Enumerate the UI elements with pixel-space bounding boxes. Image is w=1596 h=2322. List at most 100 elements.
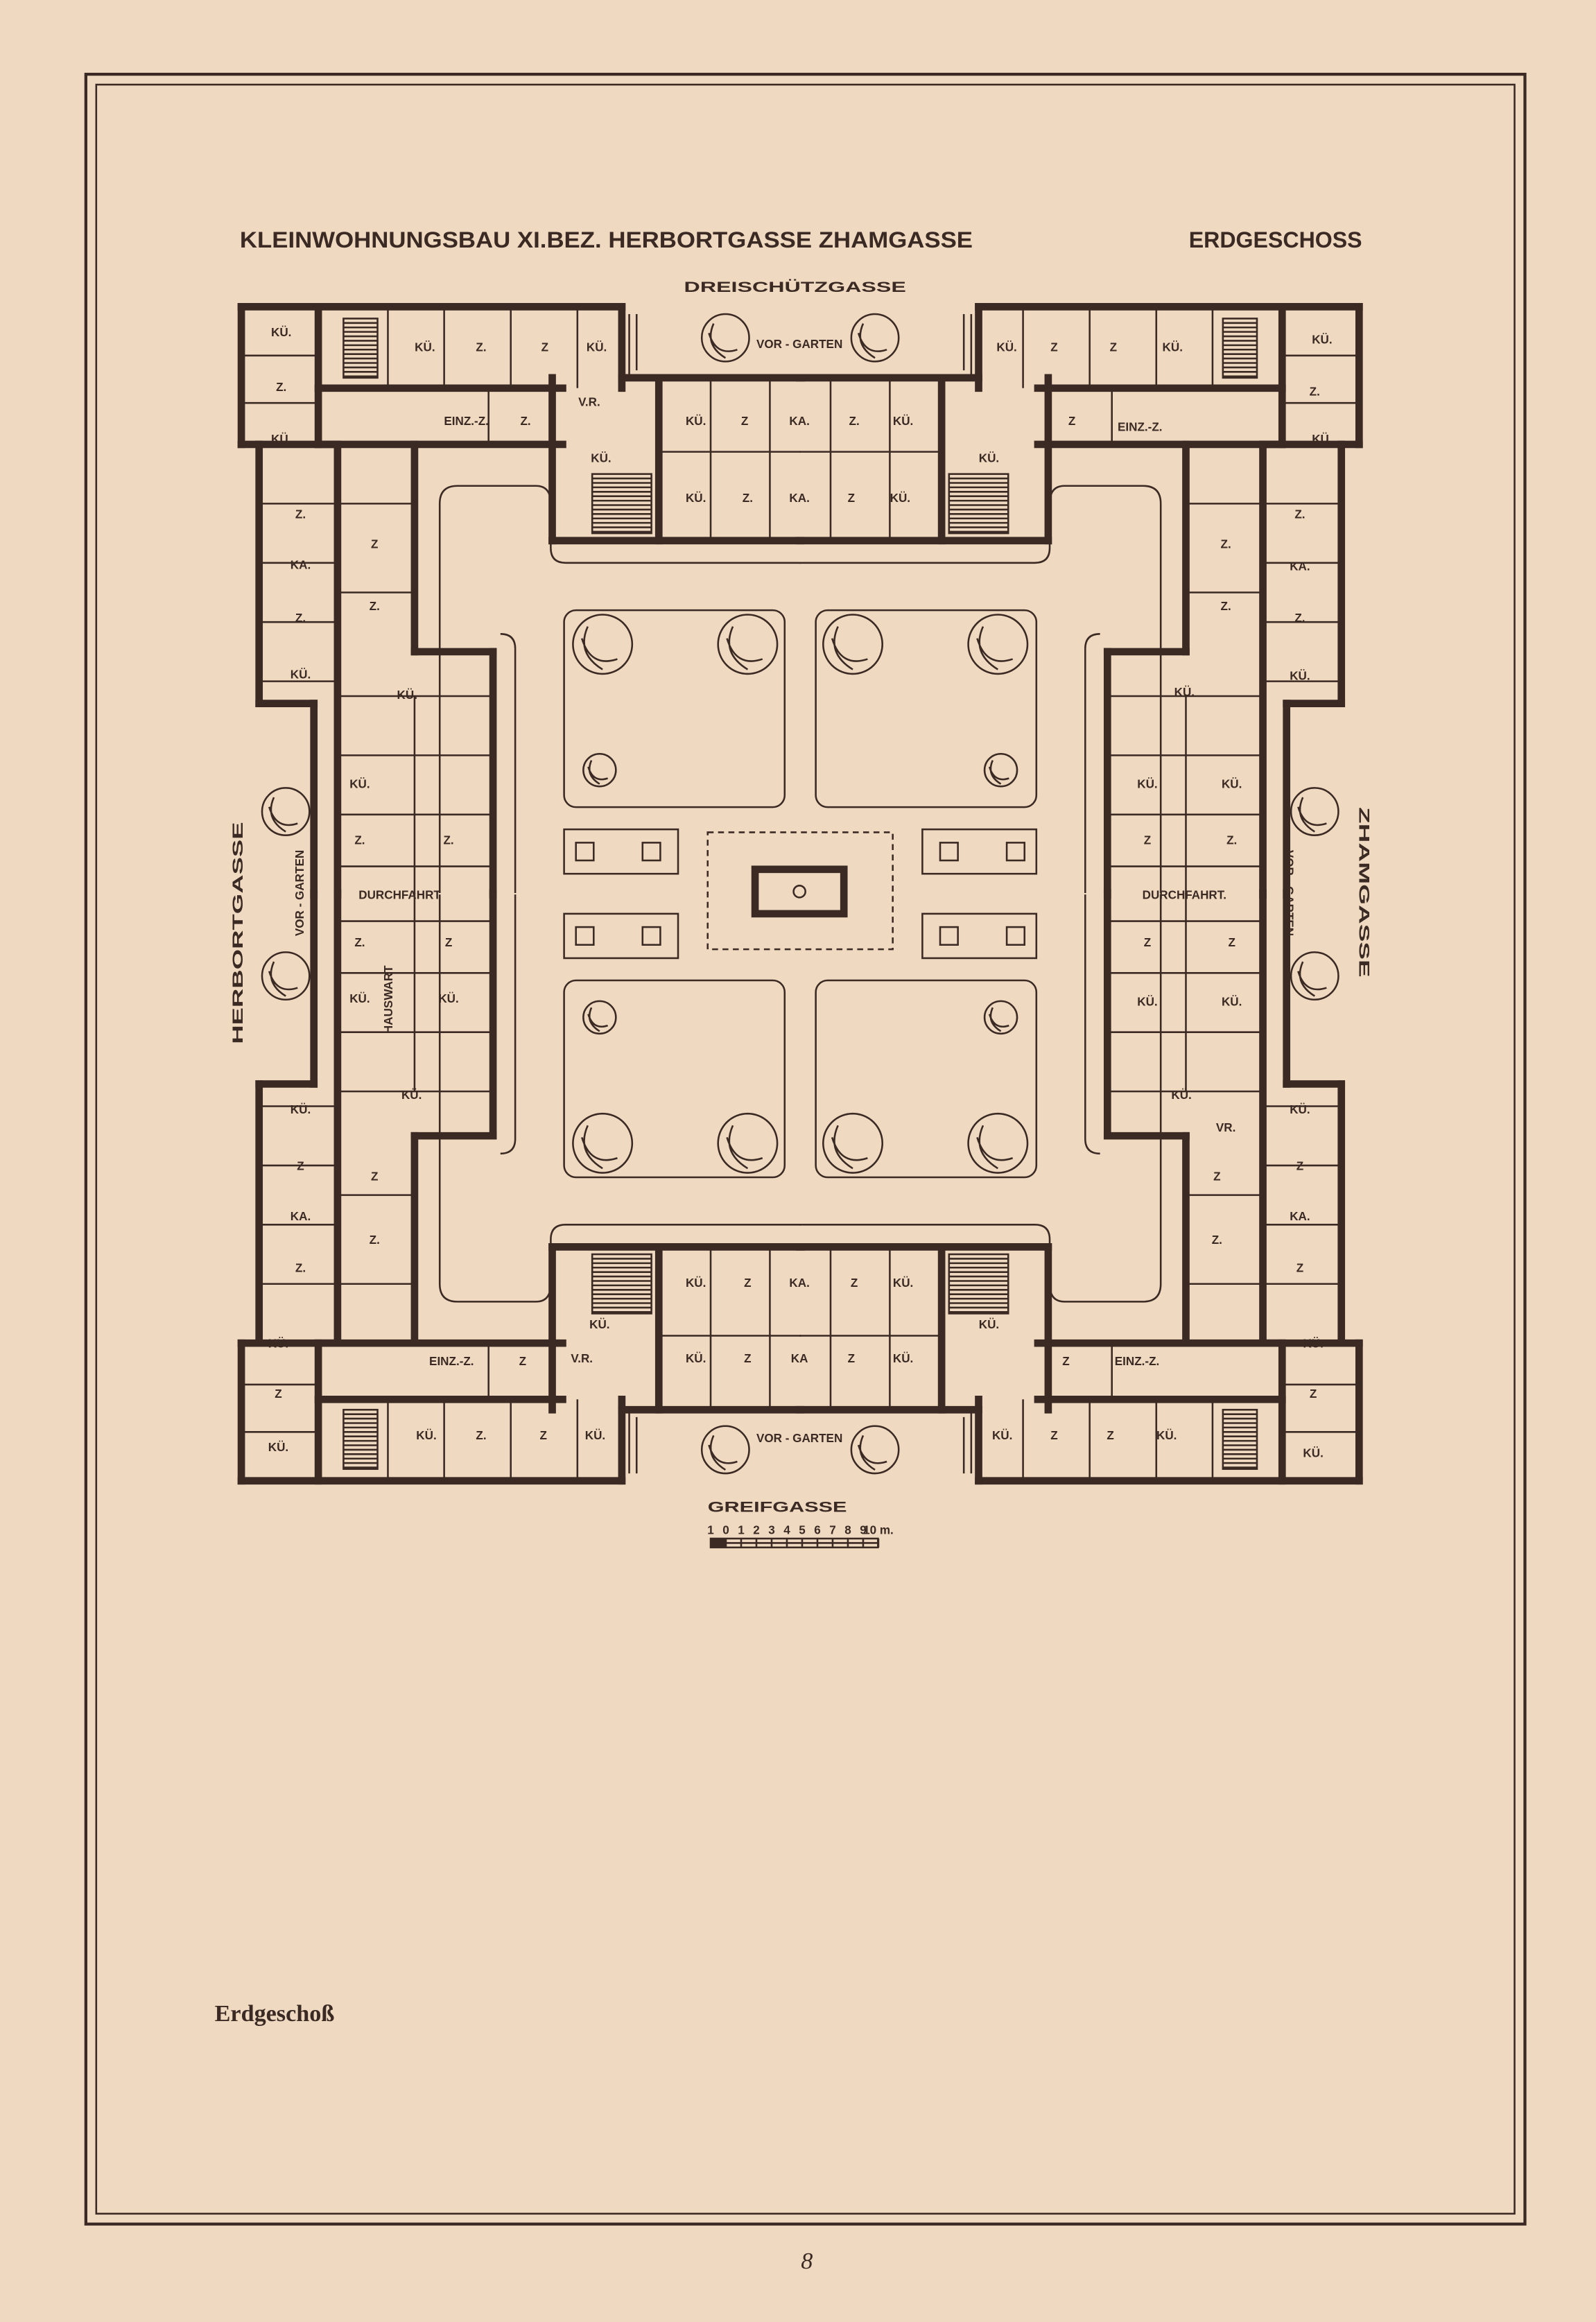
garden-label: VOR - GARTEN: [756, 1432, 842, 1445]
room-label: DURCHFAHRT.: [1143, 889, 1226, 902]
tree-foliage: [988, 1007, 1009, 1032]
planter: [921, 912, 1038, 960]
tree-icon: [572, 1112, 634, 1174]
walkway-edge: [500, 894, 517, 1155]
room-label: Z: [1296, 1262, 1303, 1275]
room-label: KÜ.: [585, 1429, 605, 1442]
page-number: 8: [801, 2249, 813, 2274]
room-label: Z: [1062, 1355, 1069, 1368]
tree-foliage: [976, 1125, 1014, 1170]
room-label: Z: [1110, 340, 1117, 354]
staircase: [591, 1253, 652, 1315]
tree-icon: [700, 1425, 750, 1475]
walkway-edge: [1084, 633, 1100, 893]
tree-foliage: [857, 323, 887, 359]
room-label: Z: [519, 1355, 526, 1368]
floor-title: ERDGESCHOSS: [1189, 227, 1362, 252]
room-label: Z: [744, 1352, 751, 1365]
scale-tick-label: 6: [814, 1524, 821, 1537]
tree-icon: [700, 313, 750, 363]
lawn: [563, 609, 786, 808]
room-label: Z.: [1294, 612, 1305, 625]
tree-icon: [983, 1000, 1018, 1035]
tree-icon: [822, 614, 884, 675]
garden-label: VOR - GARTEN: [293, 850, 306, 936]
tree-icon: [582, 752, 617, 788]
room-label: KÜ.: [1312, 433, 1332, 446]
room-label: KÜ.: [979, 1318, 999, 1331]
room-label: Z.: [849, 415, 860, 428]
room-label: KÜ.: [893, 415, 913, 428]
room-label: Z: [541, 340, 548, 354]
tree-foliage: [587, 1007, 609, 1032]
tree-foliage: [976, 626, 1014, 670]
room-label: DURCHFAHRT: [358, 889, 441, 902]
tree-icon: [717, 614, 779, 675]
fountain-basin: [751, 865, 848, 918]
scale-tick-label: 0: [722, 1524, 729, 1537]
room-label: KÜ.: [268, 1441, 288, 1454]
planter: [921, 828, 1038, 875]
street-label-east: ZHAMGASSE: [1355, 807, 1372, 978]
scale-tick-label: 8: [844, 1524, 851, 1537]
room-label: KÜ.: [996, 340, 1016, 354]
staircase: [342, 318, 379, 379]
staircase: [1222, 318, 1258, 379]
scale-tick-label: 1: [738, 1524, 745, 1537]
room-label: VR.: [1216, 1121, 1235, 1134]
page-frame: [84, 72, 1527, 2226]
tree-foliage: [988, 760, 1009, 785]
room-label: KÜ.: [268, 1337, 288, 1351]
tree-icon: [261, 951, 311, 1001]
room-label: Z: [275, 1387, 281, 1401]
room-label: V.R.: [578, 395, 600, 408]
tree-foliage: [580, 626, 618, 670]
scale-tick-label: 9: [860, 1524, 867, 1537]
scale-tick-label: 10 m.: [863, 1524, 894, 1537]
room-label: KÜ.: [893, 1276, 913, 1290]
room-label: Z.: [1221, 600, 1231, 613]
planter: [563, 828, 679, 875]
room-label: Z: [851, 1276, 858, 1290]
street-label-west: HERBORTGASSE: [229, 822, 246, 1043]
tree-icon: [822, 1112, 884, 1174]
planter-box: [1005, 842, 1026, 862]
room-label: EINZ.-Z.: [1115, 1355, 1160, 1368]
room-label: KA.: [789, 415, 809, 428]
room-label: KÜ.: [416, 1429, 436, 1442]
caption: Erdgeschoß: [215, 2001, 335, 2027]
room-label: KÜ.: [587, 340, 607, 354]
room-labels: KÜ. Z. Z KÜ. KÜ. Z Z KÜ. EINZ.-Z. Z. V.R. KÜ. KÜ. Z KA…: [268, 326, 1333, 1460]
planter-box: [641, 926, 661, 946]
tree-icon: [967, 1112, 1029, 1174]
tree-foliage: [831, 626, 868, 670]
courtyard-path: [438, 485, 801, 893]
room-label: KA.: [1290, 1210, 1310, 1223]
room-label: Z.: [1294, 508, 1305, 521]
courtyard-path: [799, 894, 1162, 1303]
room-label: Z: [1107, 1429, 1113, 1442]
room-label-hauswart: HAUSWART: [382, 965, 395, 1034]
room-label: KÜ.: [893, 1352, 913, 1365]
planter-box: [1005, 926, 1026, 946]
room-label: KÜ.: [397, 688, 417, 702]
room-label: KA.: [290, 1210, 311, 1223]
tree-foliage: [708, 323, 738, 359]
room-label: Z: [1050, 1429, 1057, 1442]
staircase: [591, 473, 652, 535]
room-label: KÜ.: [1163, 340, 1183, 354]
room-label: Z: [371, 1170, 378, 1183]
room-label: KA.: [789, 1276, 809, 1290]
room-label: KÜ.: [1171, 1089, 1191, 1102]
tree-foliage: [1297, 961, 1327, 997]
tree-icon: [850, 1425, 900, 1475]
street-label-north: DREISCHÜTZGASSE: [684, 278, 906, 295]
room-label: KÜ.: [349, 992, 370, 1005]
room-label: Z.: [354, 834, 365, 847]
room-label: Z.: [1212, 1233, 1222, 1247]
tree-foliage: [268, 961, 298, 997]
lawn: [815, 979, 1038, 1179]
room-label: KÜ.: [349, 777, 370, 790]
planter: [563, 912, 679, 960]
